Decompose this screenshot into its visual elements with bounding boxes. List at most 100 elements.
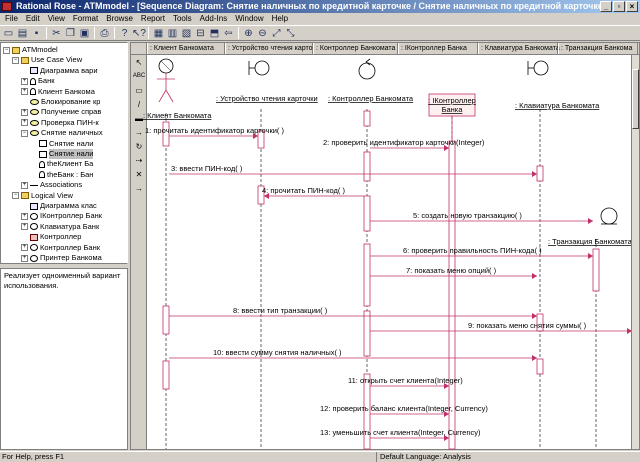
menu-edit[interactable]: Edit: [25, 14, 40, 23]
browse-parent-icon[interactable]: ⬒: [209, 27, 220, 39]
browser-item[interactable]: Диаграмма клас: [21, 201, 97, 211]
diagram-canvas[interactable]: : Клиент Банкомата: Устройство чтения ка…: [143, 56, 633, 450]
browser-item[interactable]: +Принтер Банкома: [21, 253, 102, 263]
activation-bar[interactable]: [448, 140, 456, 450]
browser-item[interactable]: +Контроллер Банк: [21, 243, 100, 253]
print-icon[interactable]: ⎙: [100, 27, 109, 39]
anchor-tool-icon[interactable]: /: [137, 100, 141, 109]
expand-toggle-icon[interactable]: +: [21, 88, 28, 96]
fit-icon[interactable]: ⤢: [272, 27, 281, 39]
browse-class-icon[interactable]: ▦: [153, 27, 164, 39]
text-tool-icon[interactable]: ABC: [132, 73, 146, 79]
save-icon[interactable]: ▪: [34, 27, 39, 39]
browse-previous-icon[interactable]: ⇦: [224, 27, 233, 39]
menu-window[interactable]: Window: [235, 14, 264, 23]
browser-item[interactable]: +Банк: [21, 76, 55, 86]
activation-bar[interactable]: [363, 373, 371, 450]
menu-format[interactable]: Format: [72, 14, 99, 23]
expand-toggle-icon[interactable]: −: [12, 56, 19, 64]
menu-tools[interactable]: Tools: [172, 14, 192, 23]
browser-item[interactable]: Снятие нали: [30, 149, 94, 159]
expand-toggle-icon[interactable]: +: [21, 223, 28, 231]
header-tab[interactable]: : IКонтроллер Банка: [398, 43, 478, 54]
header-tab[interactable]: : Контроллер Банкомата: [313, 43, 398, 54]
vertical-scrollbar[interactable]: [631, 55, 639, 449]
self-message-tool-icon[interactable]: ↻: [135, 142, 143, 151]
header-tab[interactable]: : Клиент Банкомата: [147, 43, 225, 54]
header-tab[interactable]: : Транзакция Банкома: [558, 43, 638, 54]
browser-item[interactable]: +Клиент Банкома: [21, 87, 95, 97]
zoom-out-icon[interactable]: ⊖: [258, 27, 267, 39]
menu-help[interactable]: Help: [271, 14, 289, 23]
browse-interaction-icon[interactable]: ▥: [167, 27, 178, 39]
pane-splitter[interactable]: [0, 264, 128, 268]
menu-add-ins[interactable]: Add-Ins: [199, 14, 228, 23]
documentation-pane[interactable]: Реализует одноименный вариант использова…: [0, 268, 128, 450]
browser-item[interactable]: theБанк : Бан: [30, 170, 93, 180]
note-tool-icon[interactable]: ▭: [135, 86, 143, 95]
open-icon[interactable]: ▤: [17, 27, 28, 39]
object-tool-icon[interactable]: ▬: [135, 114, 143, 123]
header-tab[interactable]: : Устройство чтения карто: [225, 43, 313, 54]
browser-item[interactable]: +Проверка ПИН-к: [21, 118, 99, 128]
expand-toggle-icon[interactable]: +: [21, 212, 28, 220]
control-object-icon[interactable]: [358, 62, 376, 80]
browser-item[interactable]: +IКонтроллер Банк: [21, 211, 102, 221]
expand-toggle-icon[interactable]: +: [21, 108, 28, 116]
cut-icon[interactable]: ✂: [52, 27, 61, 39]
undo-fit-icon[interactable]: ⤡: [286, 27, 295, 39]
activation-bar[interactable]: [363, 110, 371, 127]
expand-toggle-icon[interactable]: +: [21, 119, 28, 127]
menu-browse[interactable]: Browse: [106, 14, 133, 23]
header-tab[interactable]: : Клавиатура Банкомата: [478, 43, 560, 54]
menu-file[interactable]: File: [5, 14, 18, 23]
browser-item[interactable]: Блокирование кр: [21, 97, 100, 107]
browser-item[interactable]: Контроллер: [21, 232, 81, 242]
destroy-tool-icon[interactable]: ✕: [135, 170, 143, 179]
browser-item[interactable]: Снятие нали: [30, 139, 93, 149]
expand-toggle-icon[interactable]: +: [21, 181, 28, 189]
zoom-in-icon[interactable]: ⊕: [244, 27, 253, 39]
menu-report[interactable]: Report: [140, 14, 165, 23]
context-help-icon[interactable]: ↖?: [132, 27, 146, 39]
expand-toggle-icon[interactable]: −: [21, 129, 28, 137]
scrollbar-thumb[interactable]: [632, 69, 639, 129]
browser-item[interactable]: +Клавиатура Банк: [21, 222, 99, 232]
expand-toggle-icon[interactable]: +: [21, 77, 28, 85]
browser-item[interactable]: −Снятие наличных: [21, 128, 103, 138]
return-tool-icon[interactable]: ⇢: [135, 156, 143, 165]
activation-bar[interactable]: [363, 151, 371, 182]
activation-bar[interactable]: [363, 310, 371, 357]
message-tool-icon[interactable]: →: [135, 128, 143, 137]
expand-toggle-icon[interactable]: +: [21, 244, 28, 252]
browser-item[interactable]: +Associations: [21, 180, 82, 190]
message-to-self-tool-icon[interactable]: →: [135, 184, 143, 193]
activation-bar[interactable]: [162, 121, 170, 147]
browser-item[interactable]: −ATMmodel: [3, 45, 58, 55]
activation-bar[interactable]: [257, 130, 265, 149]
paste-icon[interactable]: ▣: [79, 27, 90, 39]
menu-view[interactable]: View: [47, 14, 65, 23]
activation-bar[interactable]: [162, 305, 170, 335]
activation-bar[interactable]: [162, 360, 170, 390]
boundary-keypad-icon[interactable]: [533, 60, 549, 76]
activation-bar[interactable]: [592, 248, 600, 292]
browser-item[interactable]: +Получение справ: [21, 107, 101, 117]
boundary-card-reader-icon[interactable]: [254, 60, 270, 76]
browser-item[interactable]: theКлиент Ба: [30, 159, 93, 169]
expand-toggle-icon[interactable]: +: [21, 254, 28, 262]
new-icon[interactable]: ▭: [3, 27, 14, 39]
activation-bar[interactable]: [257, 185, 265, 205]
entity-object-icon[interactable]: [600, 207, 618, 225]
restore-button[interactable]: ▫: [613, 1, 625, 12]
copy-icon[interactable]: ❐: [66, 27, 75, 39]
pointer-tool-icon[interactable]: ↖: [135, 58, 143, 67]
close-button[interactable]: ×: [626, 1, 638, 12]
activation-bar[interactable]: [536, 165, 544, 182]
expand-toggle-icon[interactable]: −: [3, 46, 10, 54]
browse-deployment-icon[interactable]: ⊟: [196, 27, 205, 39]
browser-item[interactable]: −Logical View: [12, 191, 73, 201]
browser-item[interactable]: −Use Case View: [12, 55, 82, 65]
browse-component-icon[interactable]: ▧: [181, 27, 192, 39]
